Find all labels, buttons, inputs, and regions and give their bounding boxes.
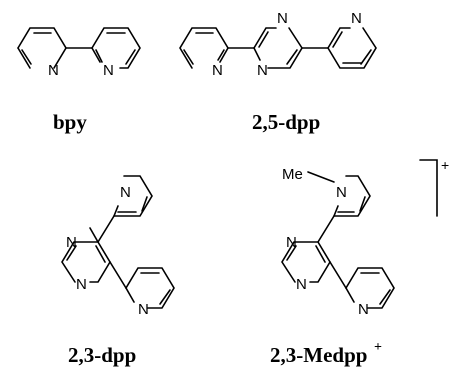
atom-label: N bbox=[66, 234, 77, 251]
atom-label: N bbox=[336, 184, 347, 201]
atom-label: N bbox=[296, 276, 307, 293]
atom-label: N bbox=[286, 234, 297, 251]
atom-label: N bbox=[212, 62, 223, 79]
atom-label: N bbox=[351, 10, 362, 27]
label-bpy: bpy bbox=[53, 110, 87, 134]
atom-label: N bbox=[257, 62, 268, 79]
atom-label: N bbox=[277, 10, 288, 27]
label-2-3-medpp-superscript: + bbox=[374, 340, 382, 355]
atom-label: N bbox=[358, 301, 369, 318]
atom-label: N bbox=[103, 62, 114, 79]
label-2-3-medpp: 2,3-Medpp bbox=[270, 343, 367, 367]
dpp25-structure: N N N N bbox=[179, 10, 377, 79]
label-2-5-dpp: 2,5-dpp bbox=[252, 110, 320, 134]
charge-sign: + bbox=[441, 157, 449, 173]
label-2-3-dpp: 2,3-dpp bbox=[68, 343, 136, 367]
charge-bracket bbox=[419, 159, 438, 217]
bpy-structure: N N bbox=[17, 27, 141, 79]
atom-label: N bbox=[48, 62, 59, 79]
atom-label: N bbox=[138, 301, 149, 318]
methyl-label: Me bbox=[282, 166, 303, 183]
medpp23-structure: Me N N N N + bbox=[281, 157, 449, 318]
atom-label: N bbox=[76, 276, 87, 293]
atom-label: N bbox=[120, 184, 131, 201]
dpp23-structure: N N N N bbox=[61, 175, 175, 318]
